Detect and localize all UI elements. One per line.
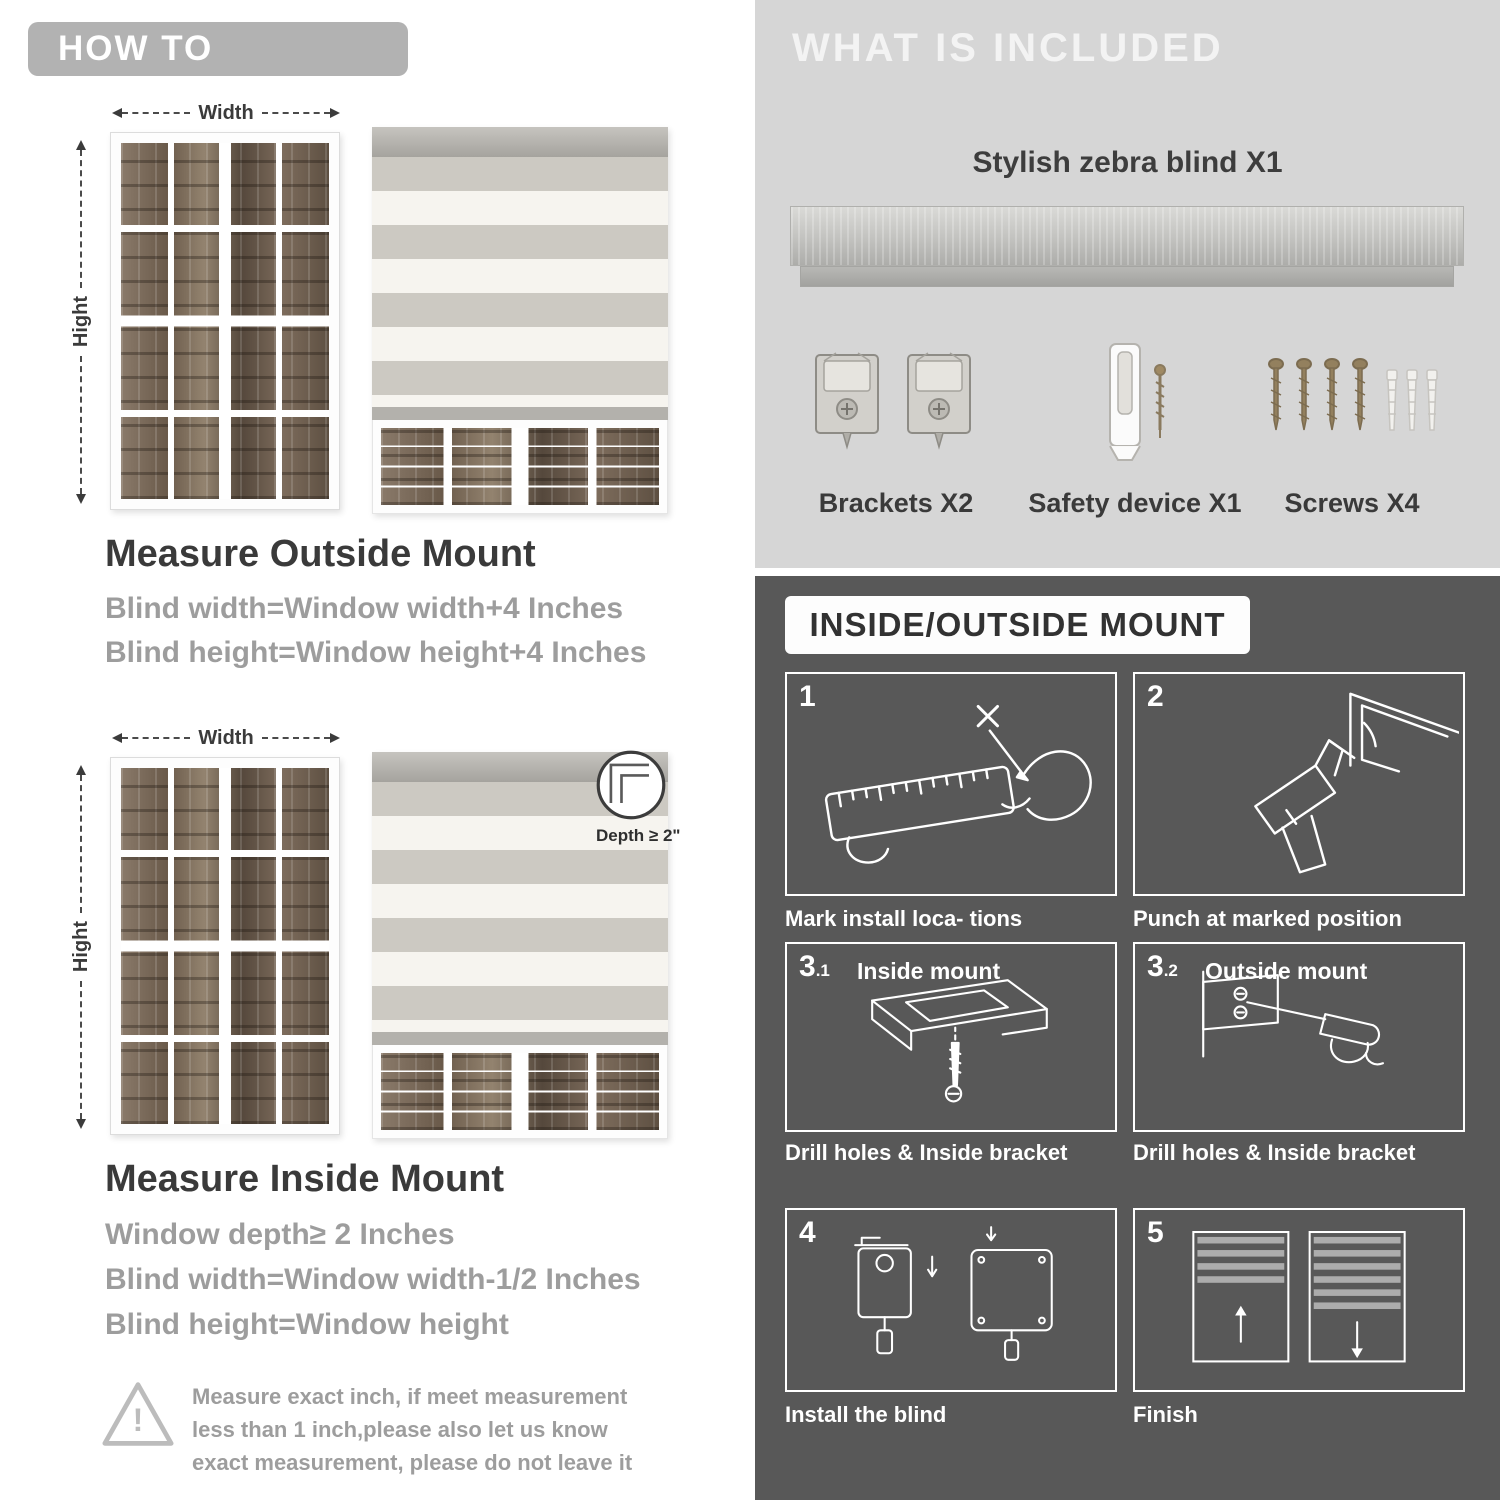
warning-text: Measure exact inch, if meet measurement … <box>192 1384 633 1475</box>
step-title: Inside mount <box>857 958 1001 984</box>
step-caption: Punch at marked position <box>1133 906 1402 931</box>
window-mullions <box>381 1053 659 1130</box>
blind-product-label: Stylish zebra blind X1 <box>972 146 1283 179</box>
blind-product-bottom-lip <box>800 266 1454 287</box>
step-caption: Finish <box>1133 1402 1198 1427</box>
screws-icon <box>1268 358 1438 431</box>
dashed-line <box>261 737 331 739</box>
safety-device-label: Safety device X1 <box>1028 488 1242 518</box>
brackets-label: Brackets X2 <box>818 488 974 518</box>
step-panel-3-2: 3.2 Outside mount <box>1133 942 1465 1132</box>
width-arrow-outside: Width <box>112 102 341 124</box>
window-panes <box>121 768 329 1124</box>
depth-callout: Depth ≥ 2" <box>596 826 681 845</box>
safety-device-icon <box>1109 343 1166 461</box>
window-illustration-outside <box>110 132 340 510</box>
inside-rule-height: Blind height=Window height <box>105 1308 509 1341</box>
arrow-down-icon <box>76 494 86 504</box>
step-panel-3-1: 3.1 Inside mount <box>785 942 1117 1132</box>
step2-drill-illustration <box>1254 692 1459 874</box>
dashed-line <box>261 112 331 114</box>
step-number: 1 <box>799 680 816 713</box>
step-panel-2: 2 <box>1133 672 1465 896</box>
exposed-window <box>372 1045 668 1139</box>
dashed-line <box>80 980 82 1119</box>
inside-rule-depth: Window depth≥ 2 Inches <box>105 1218 455 1251</box>
how-to-measure-header: HOW TO MEASURE <box>28 22 408 122</box>
step4-install-illustration <box>854 1226 1053 1361</box>
height-label: Hight <box>69 296 92 348</box>
blind-product-illustration <box>790 206 1464 266</box>
window-panes <box>121 143 329 499</box>
blind-bottom-rail <box>372 1032 668 1045</box>
dashed-line <box>80 355 82 494</box>
step-panel-1: 1 <box>785 672 1117 896</box>
blind-bottom-rail <box>372 407 668 420</box>
exposed-window <box>372 420 668 514</box>
inside-rule-width: Blind width=Window width-1/2 Inches <box>105 1263 641 1296</box>
mount-header: INSIDE/OUTSIDE MOUNT <box>785 596 1250 654</box>
step-panel-4: 4 <box>785 1208 1117 1392</box>
step-caption: Drill holes & Inside bracket <box>785 1140 1068 1165</box>
width-label: Width <box>198 726 254 749</box>
step-panel-5: 5 <box>1133 1208 1465 1392</box>
exclamation-mark: ! <box>132 1402 144 1438</box>
step3-2-outside-bracket-illustration <box>1202 970 1384 1066</box>
step3-1-inside-bracket-illustration <box>871 979 1048 1103</box>
arrow-right-icon <box>330 108 341 118</box>
width-arrow-inside: Width <box>112 727 341 749</box>
inside-mount-title: Measure Inside Mount <box>105 1158 505 1200</box>
arrow-down-icon <box>76 1119 86 1129</box>
height-arrow-outside: Hight <box>70 140 92 504</box>
step-caption: Mark install loca- tions <box>785 906 1023 931</box>
height-label: Hight <box>69 921 92 973</box>
screws-label: Screws X4 <box>1284 488 1420 518</box>
dashed-line <box>122 112 191 114</box>
dashed-line <box>80 775 82 914</box>
step-number: 3.2 <box>1147 950 1178 983</box>
outside-rule-width: Blind width=Window width+4 Inches <box>105 592 624 625</box>
blind-headrail <box>372 127 668 157</box>
step1-mark-illustration <box>824 704 1092 864</box>
what-is-included-header: WHAT IS INCLUDED <box>792 26 1224 70</box>
window-mullions <box>381 428 659 505</box>
arrow-right-icon <box>330 733 341 743</box>
arrow-up-icon <box>76 765 86 775</box>
zebra-stripes <box>372 157 668 407</box>
window-mullions <box>121 143 329 499</box>
window-mullions <box>121 768 329 1124</box>
outside-mount-title: Measure Outside Mount <box>105 533 536 575</box>
brackets-icon <box>815 352 971 448</box>
corner-detail-icon <box>596 750 666 820</box>
height-arrow-inside: Hight <box>70 765 92 1129</box>
width-label: Width <box>198 101 254 124</box>
dashed-line <box>122 737 191 739</box>
dashed-line <box>80 150 82 289</box>
step-number: 3.1 <box>799 950 830 983</box>
depth-magnifier <box>594 748 668 827</box>
zebra-blind-window-outside <box>372 127 668 514</box>
arrow-up-icon <box>76 140 86 150</box>
step-number: 5 <box>1147 1216 1164 1249</box>
step5-finish-illustration <box>1192 1230 1406 1363</box>
arrow-left-icon <box>112 108 122 118</box>
arrow-left-icon <box>112 733 122 743</box>
outside-rule-height: Blind height=Window height+4 Inches <box>105 636 647 669</box>
warning-icon: ! <box>98 1378 178 1450</box>
window-illustration-inside <box>110 757 340 1135</box>
zebra-stripes <box>372 782 668 1032</box>
step-caption: Install the blind <box>785 1402 947 1427</box>
step-caption: Drill holes & Inside bracket <box>1133 1140 1416 1165</box>
step-number: 4 <box>799 1216 816 1249</box>
step-number: 2 <box>1147 680 1164 713</box>
